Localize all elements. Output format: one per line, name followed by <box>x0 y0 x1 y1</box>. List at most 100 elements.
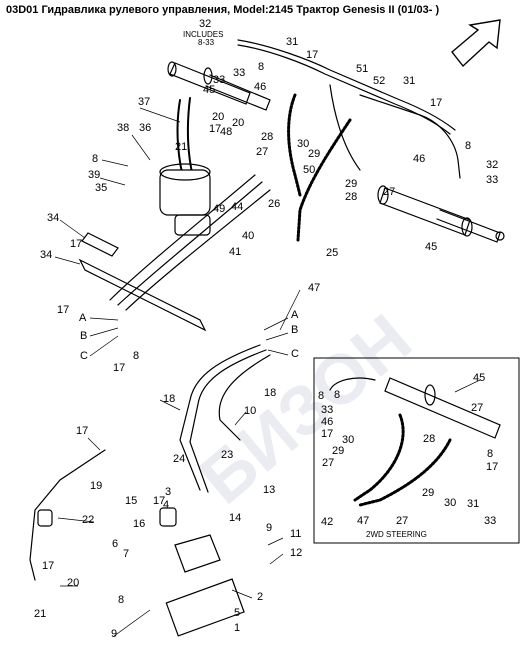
callout-9: 9 <box>266 522 272 534</box>
callout-17-b: 17 <box>430 97 442 109</box>
inset-callout-27-b: 27 <box>322 457 334 469</box>
callout-7: 7 <box>123 548 129 560</box>
callout-8: 8 <box>258 61 264 73</box>
callout-33-c: 33 <box>486 174 498 186</box>
hydraulic-pipe-19 <box>29 449 106 581</box>
includes-note-line2: 8-33 <box>198 38 215 47</box>
callout-12: 12 <box>290 547 302 559</box>
callout-39: 39 <box>88 169 100 181</box>
callout-24: 24 <box>173 453 185 465</box>
callout-30: 30 <box>297 138 309 150</box>
inset-callout-28: 28 <box>423 433 435 445</box>
inset-callout-17-b: 17 <box>486 461 498 473</box>
inset-callout-29-b: 29 <box>422 487 434 499</box>
inset-callout-33-b: 33 <box>484 515 496 527</box>
inset-pipe-left <box>329 377 376 391</box>
callout-50: 50 <box>303 164 315 176</box>
callout-17-i: 17 <box>42 560 54 572</box>
callout-45: 45 <box>203 84 215 96</box>
callout-9-b: 9 <box>111 628 117 640</box>
hydraulic-pipe-31-top <box>237 39 456 131</box>
inset-callout-47: 47 <box>357 515 369 527</box>
callout-18-b: 18 <box>264 387 276 399</box>
hydraulic-hose-26 <box>296 118 352 242</box>
inset-callout-45: 45 <box>473 372 485 384</box>
callout-31-b: 31 <box>403 75 415 87</box>
callout-A-b: A <box>291 309 299 321</box>
callout-17-f: 17 <box>113 362 125 374</box>
callout-20-c: 20 <box>67 577 79 589</box>
inset-callout-42: 42 <box>321 516 333 528</box>
callout-35: 35 <box>95 182 107 194</box>
callout-22: 22 <box>82 514 94 526</box>
callout-4: 4 <box>163 499 169 511</box>
hydraulic-pipe-18 <box>179 344 261 491</box>
callout-44: 44 <box>231 201 243 213</box>
callout-32-b: 32 <box>486 159 498 171</box>
inset-2wd-steering-cylinder <box>384 377 501 439</box>
inset-callout-46: 46 <box>321 416 333 428</box>
inset-callout-29: 29 <box>332 445 344 457</box>
callout-41: 41 <box>229 246 241 258</box>
hydraulic-pipe-bundle-left-c <box>125 189 271 311</box>
callout-17-e: 17 <box>57 304 69 316</box>
callout-40: 40 <box>242 230 254 242</box>
callout-47: 47 <box>308 282 320 294</box>
inset-callout-8: 8 <box>318 390 324 402</box>
hydraulic-pipe-10 <box>218 354 271 441</box>
callout-33-b: 33 <box>233 67 245 79</box>
inset-callout-27-c: 27 <box>396 515 408 527</box>
inset-callout-27: 27 <box>471 402 483 414</box>
steering-cylinder-right <box>377 185 505 243</box>
callout-B-b: B <box>291 324 298 336</box>
direction-arrow-icon <box>451 19 501 68</box>
callout-16: 16 <box>133 518 145 530</box>
inset-caption: 2WD STEERING <box>366 530 427 539</box>
callout-49: 49 <box>213 203 225 215</box>
inset-hose-28-a <box>353 413 405 502</box>
callout-29: 29 <box>308 148 320 160</box>
inset-callout-8-b: 8 <box>487 448 493 460</box>
callout-C: C <box>80 350 88 362</box>
watermark-text: БИЗОН <box>185 299 426 519</box>
includes-note-line1: INCLUDES <box>183 30 223 39</box>
page-title: 03D01 Гидравлика рулевого управления, Mo… <box>6 4 440 16</box>
callout-32: 32 <box>199 18 211 30</box>
inset-2wd-steering-frame <box>313 357 520 544</box>
hydraulic-pipe-31-top-b <box>237 44 451 135</box>
callout-23: 23 <box>221 449 233 461</box>
callout-8-f: 8 <box>334 389 340 401</box>
callout-51: 51 <box>356 63 368 75</box>
callout-5: 5 <box>234 607 240 619</box>
inset-callout-30: 30 <box>342 434 354 446</box>
inset-callout-33: 33 <box>321 404 333 416</box>
callout-38: 38 <box>117 122 129 134</box>
callout-2: 2 <box>257 591 263 603</box>
callout-1: 1 <box>234 622 240 634</box>
callout-48: 48 <box>220 126 232 138</box>
inset-callout-17: 17 <box>321 428 333 440</box>
callout-11: 11 <box>290 528 301 540</box>
callout-8-b: 8 <box>465 140 471 152</box>
callout-20-b: 20 <box>232 117 244 129</box>
callout-26: 26 <box>268 198 280 210</box>
callout-37: 37 <box>138 96 150 108</box>
callout-33: 33 <box>213 74 225 86</box>
inset-callout-31: 31 <box>467 498 479 510</box>
callout-17-g: 17 <box>76 425 88 437</box>
hydraulic-pipe-bundle-left-b <box>117 181 263 306</box>
callout-17-d: 17 <box>70 238 82 250</box>
sender-unit-16 <box>159 507 177 527</box>
callout-31: 31 <box>286 36 298 48</box>
callout-28-b: 28 <box>345 191 357 203</box>
callout-8-e: 8 <box>118 594 124 606</box>
hydraulic-pipe-18-b <box>189 349 267 493</box>
steering-control-unit <box>159 97 211 236</box>
callout-34-b: 34 <box>40 249 52 261</box>
callout-17-c: 17 <box>209 123 221 135</box>
hydraulic-hose-50 <box>329 84 361 171</box>
hydraulic-pipe-17-right <box>359 94 461 179</box>
callout-20: 20 <box>212 111 224 123</box>
inset-hose-28-b <box>358 438 452 507</box>
